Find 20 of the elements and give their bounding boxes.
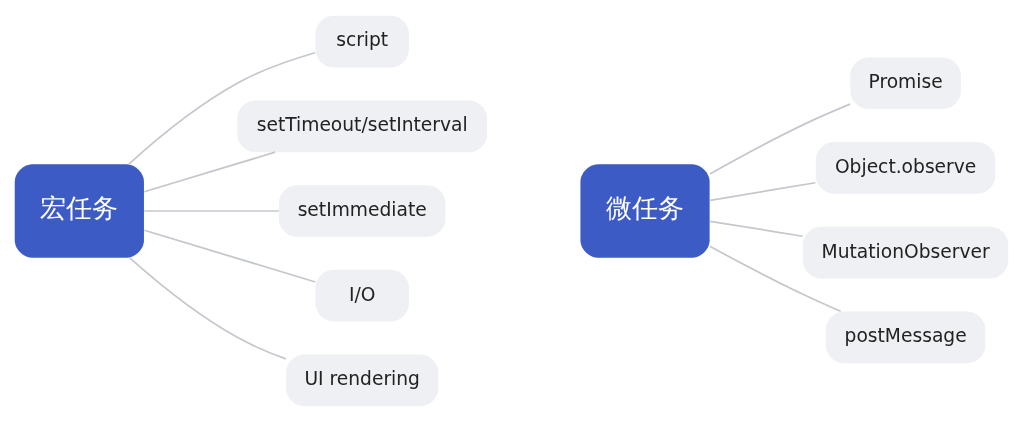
connector xyxy=(708,245,842,313)
connector xyxy=(709,181,817,202)
node-box: setImmediate xyxy=(278,185,446,237)
connector xyxy=(709,103,851,175)
node-box: UI rendering xyxy=(286,354,439,407)
node-box: MutationObserver xyxy=(802,226,1009,279)
connector xyxy=(128,51,316,165)
connector xyxy=(128,257,287,360)
node-box: I/O xyxy=(315,269,409,322)
connector xyxy=(143,210,280,212)
node-box: Promise xyxy=(850,57,961,110)
node-box: postMessage xyxy=(825,311,986,364)
node-box: setTimeout/setInterval xyxy=(237,100,488,153)
node-box: 微任务 xyxy=(580,164,710,258)
connector xyxy=(709,220,804,238)
connector xyxy=(143,229,317,283)
node-box: script xyxy=(315,15,409,68)
node-box: Object.observe xyxy=(815,142,996,194)
node-box: 宏任务 xyxy=(14,164,144,258)
connector xyxy=(143,151,277,193)
